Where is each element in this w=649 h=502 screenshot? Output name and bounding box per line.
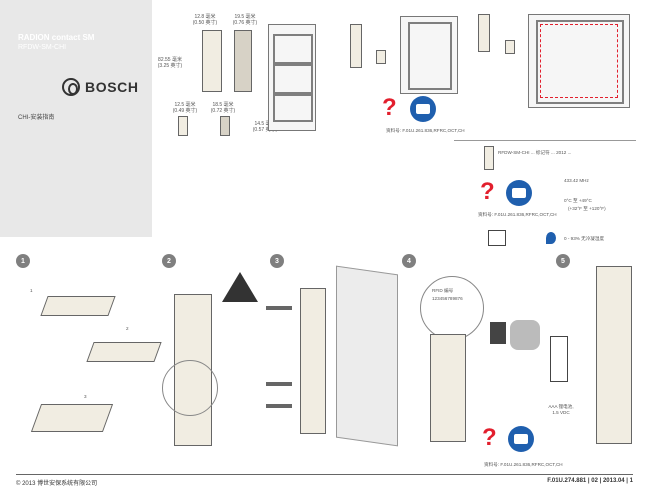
- substep-3: 3: [84, 394, 87, 399]
- question-mark-icon-3: ?: [482, 424, 497, 451]
- specifications-area: RFDW-SM-CHI ... 标记符 ... 2012 ... ? 资料号: …: [450, 140, 640, 255]
- substep-2: 2: [126, 326, 129, 331]
- temperature-range: 0°C 至 +49°C: [564, 198, 592, 203]
- water-drop-icon: [546, 232, 556, 244]
- sensor-top-frame: [478, 14, 490, 52]
- step-3-number: 3: [275, 257, 279, 265]
- step-2-number: 2: [167, 257, 171, 265]
- sensor-front: [202, 30, 222, 92]
- brand-logo: BOSCH: [62, 78, 139, 96]
- aaa-battery-icon: [550, 336, 568, 382]
- indoor-use-icon: [488, 230, 506, 246]
- step-4-illustration: RFID 编号 123456789876 ?: [412, 276, 552, 466]
- guide-title: CHI-安装指南: [18, 115, 55, 121]
- step-2-badge: 2: [162, 254, 176, 268]
- mounting-surface: [336, 265, 398, 447]
- warning-triangle-icon: [222, 272, 258, 302]
- door-illustration: [268, 24, 316, 131]
- step-5-badge: 5: [556, 254, 570, 268]
- zoom-circle: [162, 360, 218, 416]
- step-2-illustration: [162, 270, 266, 460]
- step-3-badge: 3: [270, 254, 284, 268]
- cover-panel: [0, 0, 152, 237]
- temperature-range-f: (+32°F 至 +120°F): [568, 206, 606, 211]
- footer-rule: [16, 474, 633, 475]
- question-mark-icon-2: ?: [480, 178, 495, 205]
- screw-3: [266, 404, 292, 408]
- hand-illustration: [510, 320, 540, 350]
- magnet-on-frame: [376, 50, 386, 64]
- manual-icon-2: [506, 180, 532, 206]
- dim-width-bottom2: 18.5 毫米 (0.72 英寸): [210, 102, 236, 114]
- battery-spec: AAA 锂电池, 1.5 VDC: [548, 404, 574, 415]
- large-window-illustration: [528, 14, 630, 108]
- dim-width-top2: 19.5 毫米 (0.76 英寸): [232, 14, 258, 26]
- placement-area: [540, 24, 618, 98]
- large-window-grid: [536, 20, 624, 104]
- mounted-base: [300, 288, 326, 434]
- manual-icon-3: [508, 426, 534, 452]
- sensor-housing: [430, 334, 466, 442]
- frequency-value: 433.42 MHz: [564, 178, 589, 183]
- copyright: © 2013 博世安保系统有限公司: [16, 481, 98, 487]
- battery-icon: [484, 146, 494, 170]
- step-1-illustration: 1 2 3: [18, 280, 162, 460]
- window-grid: [408, 22, 452, 90]
- sensor-battery-installed: [596, 266, 632, 444]
- sensor-separated: [30, 404, 114, 432]
- step-1-number: 1: [21, 257, 25, 265]
- dim-height: 82.55 毫米 (3.25 英寸): [157, 57, 183, 69]
- step-3-illustration: [264, 265, 398, 460]
- door-panel-2: [273, 64, 313, 94]
- screw-2: [266, 382, 292, 386]
- brand-name: BOSCH: [85, 79, 139, 95]
- dimensions-area: 12.8 毫米 (0.50 英寸) 19.5 毫米 (0.76 英寸) 82.5…: [150, 0, 649, 140]
- section-divider: [454, 140, 636, 141]
- humidity-range: 0 - 93% 无冷凝湿度: [564, 236, 605, 241]
- step-4-badge: 4: [402, 254, 416, 268]
- step-5-number: 5: [561, 257, 565, 265]
- screw-1: [266, 306, 292, 310]
- document-number: F.01U.274.881 | 02 | 2013.04 | 1: [547, 478, 633, 484]
- rfid-label: RFID 编号: [432, 288, 454, 293]
- product-title: RADION contact SM: [18, 33, 95, 42]
- door-panel-3: [273, 94, 313, 122]
- step-1-badge: 1: [16, 254, 30, 268]
- sensor-on-frame: [350, 24, 362, 68]
- sensor-closed: [40, 296, 116, 316]
- regulatory-text: RFDW-SM-CHI ... 标记符 ... 2012 ...: [498, 150, 572, 155]
- rfid-number: 123456789876: [432, 296, 463, 301]
- bosch-logo-icon: [62, 78, 80, 96]
- sensor-side: [234, 30, 252, 92]
- dim-width-bottom1: 12.5 毫米 (0.49 英寸): [172, 102, 198, 114]
- sensor-open: [86, 342, 162, 362]
- substep-1: 1: [30, 288, 33, 293]
- manual-reference: 资料号: F.01U.261.836,RFRC,OCT,CH: [386, 128, 465, 133]
- rfid-zoom-circle: [420, 276, 484, 340]
- manual-icon: [410, 96, 436, 122]
- door-panel-1: [273, 34, 313, 64]
- dim-width-top: 12.8 毫米 (0.50 英寸): [192, 14, 218, 26]
- magnet-front: [178, 116, 188, 136]
- rfid-tag: [490, 322, 506, 344]
- magnet-top-frame: [505, 40, 515, 54]
- manual-reference-3: 资料号: F.01U.261.836,RFRC,OCT,CH: [484, 462, 563, 467]
- step-5-illustration: AAA 锂电池, 1.5 VDC: [530, 264, 640, 464]
- manual-reference-2: 资料号: F.01U.261.836,RFRC,OCT,CH: [478, 212, 557, 217]
- question-mark-icon: ?: [382, 94, 397, 121]
- magnet-side: [220, 116, 230, 136]
- model-number: RFDW-SM-CHI: [18, 44, 67, 51]
- step-4-number: 4: [407, 257, 411, 265]
